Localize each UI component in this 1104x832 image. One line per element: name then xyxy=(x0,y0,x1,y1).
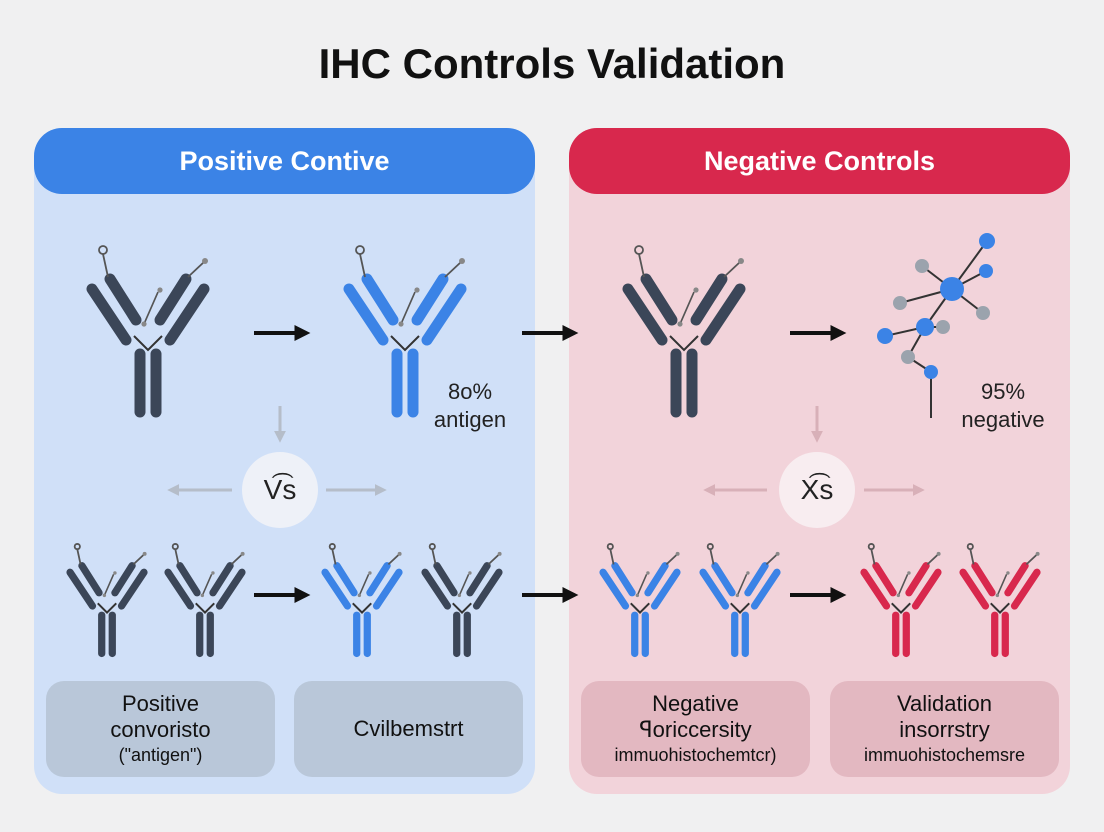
positive-percent-label: antigen xyxy=(420,406,520,434)
antibody-blue-icon xyxy=(603,544,680,654)
positive-percent-value: 8o% xyxy=(420,378,520,406)
positive-secondary-line1: Cvilbemstrt xyxy=(353,716,463,742)
antibody-dark-icon xyxy=(70,544,147,654)
negative-vs-label: X͡s xyxy=(801,474,834,506)
validation-box: Validation insorrstry immuohistochemsre xyxy=(830,681,1059,777)
validation-box-line2: insorrstry xyxy=(899,717,989,743)
negative-percent-value: 95% xyxy=(948,378,1058,406)
antibody-dark-icon xyxy=(168,544,245,654)
negative-control-box: Negative ꟼoriccersity immuohistochemtcr) xyxy=(581,681,810,777)
positive-vs-badge: V͡s xyxy=(242,452,318,528)
validation-box-line1: Validation xyxy=(897,691,992,717)
antibody-red-icon xyxy=(963,544,1040,654)
antibody-dark-icon xyxy=(92,246,208,412)
positive-percent: 8o% antigen xyxy=(420,378,520,434)
negative-percent: 95% negative xyxy=(948,378,1058,434)
positive-box-line3: ("antigen") xyxy=(119,743,203,767)
negative-box-line1: Negative xyxy=(652,691,739,717)
positive-control-box: Positive convoristo ("antigen") xyxy=(46,681,275,777)
flow-arrows xyxy=(254,333,840,595)
validation-box-line3: immuohistochemsre xyxy=(864,743,1025,767)
antibody-dark-icon xyxy=(425,544,502,654)
antibody-blue-icon xyxy=(325,544,402,654)
antibody-blue-icon xyxy=(703,544,780,654)
positive-box-line1: Positive xyxy=(122,691,199,717)
antibody-red-icon xyxy=(864,544,941,654)
negative-vs-badge: X͡s xyxy=(779,452,855,528)
positive-secondary-box: Cvilbemstrt xyxy=(294,681,523,777)
positive-box-line2: convoristo xyxy=(110,717,210,743)
negative-percent-label: negative xyxy=(948,406,1058,434)
negative-box-line2: ꟼoriccersity xyxy=(639,717,751,743)
negative-box-line3: immuohistochemtcr) xyxy=(614,743,776,767)
antibody-dark-icon xyxy=(628,246,744,412)
